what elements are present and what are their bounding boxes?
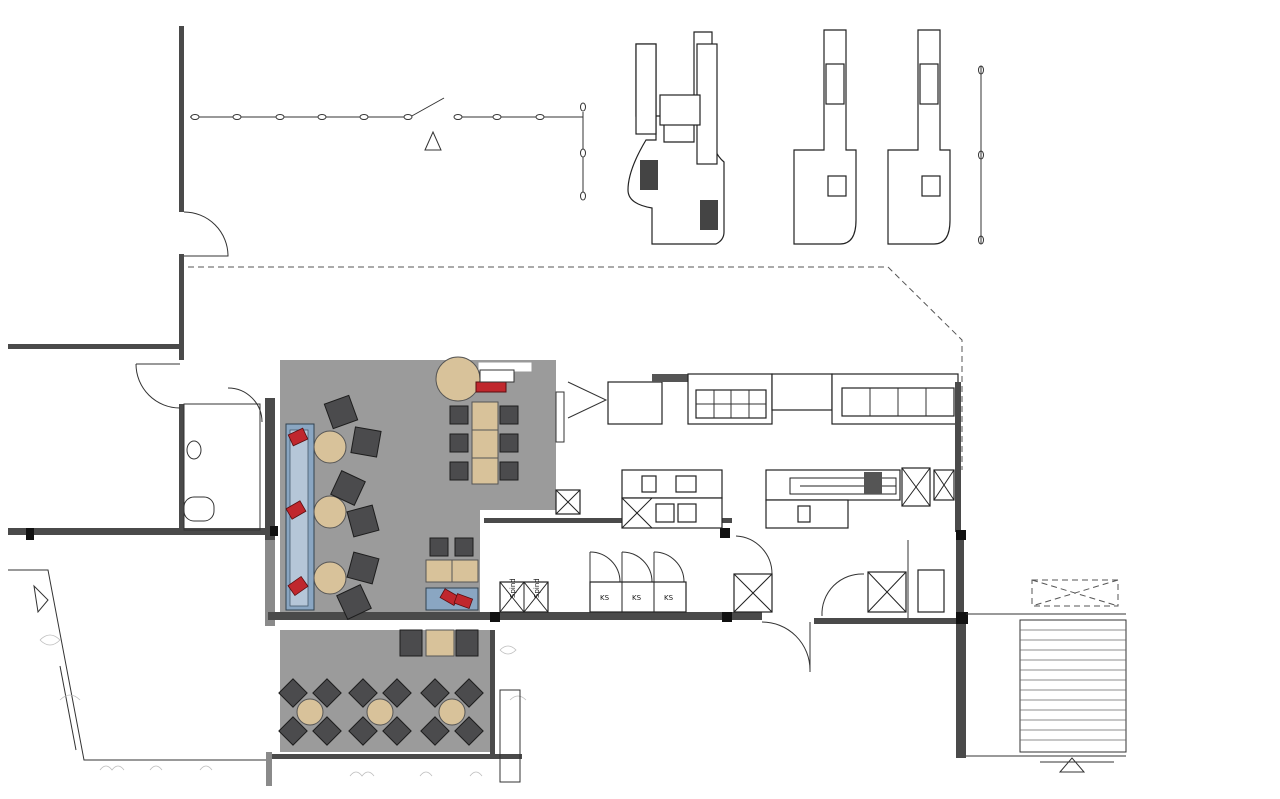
- high-table-area: [435, 356, 608, 485]
- terrace-seating: [278, 629, 484, 746]
- ks-label-1: KS: [600, 594, 610, 602]
- locker-label-1: Spind: [509, 578, 517, 598]
- building-outline: [188, 266, 963, 470]
- locker-label-2: Spind: [533, 578, 541, 598]
- machine-unit-2: [793, 29, 857, 245]
- left-terrace: [8, 569, 527, 783]
- entrance-marker: [424, 130, 442, 151]
- kitchen: [607, 373, 961, 532]
- machine-unit-3: [887, 29, 951, 245]
- lower-right-walls: [733, 530, 968, 758]
- ks-label-3: KS: [664, 594, 674, 602]
- ks-label-2: KS: [632, 594, 642, 602]
- lockers: Spind Spind: [499, 578, 549, 613]
- machine-unit-1: [627, 31, 725, 245]
- upper-walls: [8, 26, 229, 530]
- bench-left: [285, 423, 315, 611]
- glass-partition: [190, 65, 984, 245]
- lounge-walls: [8, 398, 762, 786]
- restroom: [183, 387, 263, 531]
- middle-seating: [425, 489, 581, 611]
- lounge-seating: [313, 394, 382, 620]
- stairs: [966, 579, 1127, 773]
- cold-storage-units: KS KS KS: [589, 551, 687, 613]
